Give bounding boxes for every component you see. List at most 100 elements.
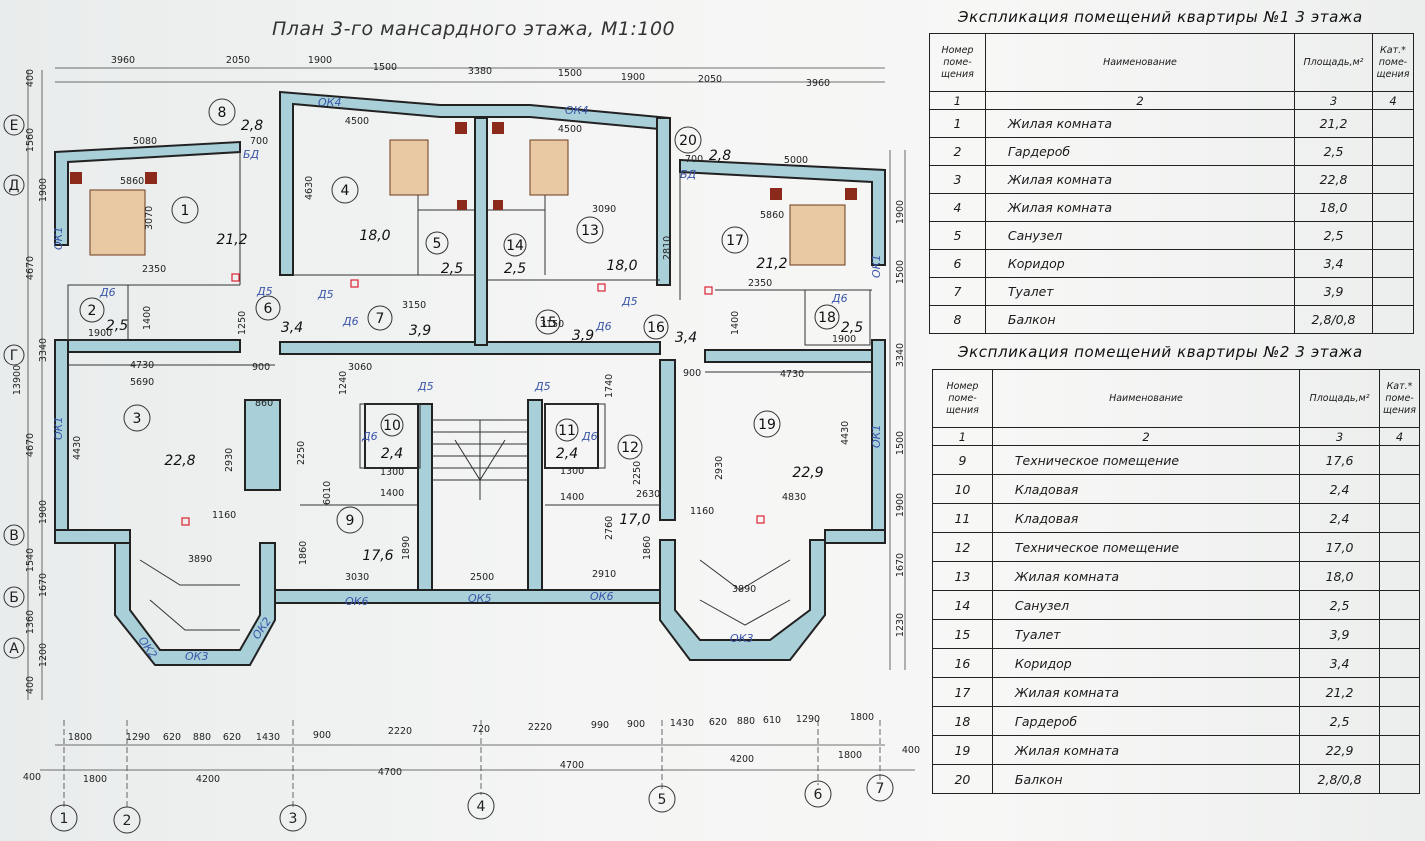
inner-dim: 860 xyxy=(255,398,273,409)
inner-dim: 2350 xyxy=(748,278,772,289)
inner-dim: 900 xyxy=(252,362,270,373)
dim-label: 3340 xyxy=(895,343,906,367)
dimension-labels-right: 1900 1500 3340 1500 1900 1670 1230 xyxy=(895,200,906,637)
inner-dim: 1160 xyxy=(212,510,236,521)
inner-dim: 3060 xyxy=(348,362,372,373)
cell-area: 2,4 xyxy=(1299,503,1380,533)
wall-corridor-left xyxy=(67,339,241,353)
cell-name: Жилая комната xyxy=(984,165,1296,194)
red-markers xyxy=(181,273,765,526)
room-area: 21,2 xyxy=(756,256,787,272)
room-area: 21,2 xyxy=(216,232,247,248)
cell-area: 2,8/0,8 xyxy=(1299,764,1380,794)
inner-dim: 700 xyxy=(685,154,703,165)
wall-right-mid xyxy=(871,339,886,531)
dim-label: 1800 xyxy=(68,732,92,743)
dim-label: 990 xyxy=(591,720,609,731)
wall-right-bottom xyxy=(824,529,886,544)
window-mark: ОК1 xyxy=(870,425,883,448)
room-area: 22,8 xyxy=(164,453,195,469)
dim-label: 3340 xyxy=(38,338,49,362)
window-mark: ОК5 xyxy=(468,592,491,605)
cell-category xyxy=(1371,305,1415,334)
cell-number: 3 xyxy=(929,165,986,194)
inner-dim: 3890 xyxy=(188,554,212,565)
cell-category xyxy=(1371,193,1415,222)
door-mark: Д5 xyxy=(621,295,638,308)
inner-dim: 2910 xyxy=(592,569,616,580)
axis-label: Б xyxy=(9,590,19,606)
room-number: 12 xyxy=(621,440,639,456)
room-area: 2,5 xyxy=(106,318,128,334)
axis-label: 1 xyxy=(60,811,69,827)
index-cell: 4 xyxy=(1371,91,1415,110)
cell-area: 21,2 xyxy=(1299,677,1380,707)
room-area: 2,5 xyxy=(441,261,463,277)
room-number: 5 xyxy=(433,236,442,252)
table-header-row: Номер поме-щения Наименование Площадь,м²… xyxy=(929,33,1415,92)
cell-category xyxy=(1379,735,1420,765)
dim-label: 610 xyxy=(763,715,781,726)
room-number: 2 xyxy=(88,303,97,319)
dimension-labels-left: 400 1560 1900 4670 3340 13900 4670 1900 … xyxy=(12,69,49,694)
door-mark: БД xyxy=(243,148,260,161)
cell-name: Коридор xyxy=(984,249,1296,278)
header-category: Кат.* поме-щения xyxy=(1371,33,1415,92)
inner-dim: 1400 xyxy=(560,492,584,503)
cell-number: 1 xyxy=(929,109,986,138)
inner-dim: 2350 xyxy=(142,264,166,275)
cell-category xyxy=(1379,532,1420,562)
cell-name: Техническое помещение xyxy=(991,445,1301,475)
cell-area: 18,0 xyxy=(1294,193,1373,222)
axis-label: Д xyxy=(9,178,20,194)
central-stair xyxy=(432,419,528,500)
inner-dim: 2930 xyxy=(224,448,235,472)
dim-label: 1290 xyxy=(796,714,820,725)
cell-number: 15 xyxy=(932,619,993,649)
inner-dim: 1160 xyxy=(690,506,714,517)
cell-number: 19 xyxy=(932,735,993,765)
furniture xyxy=(70,122,857,266)
cell-category xyxy=(1371,221,1415,250)
cell-area: 22,8 xyxy=(1294,165,1373,194)
inner-dim: 1300 xyxy=(560,466,584,477)
door-mark: БД xyxy=(680,168,697,181)
cell-name: Санузел xyxy=(984,221,1296,250)
cell-name: Жилая комната xyxy=(991,735,1301,765)
table-index-row: 1 2 3 4 xyxy=(932,427,1420,446)
wall-corridor-mid xyxy=(279,341,661,355)
room-area: 22,9 xyxy=(792,465,823,481)
cell-area: 17,6 xyxy=(1299,445,1380,475)
cell-number: 10 xyxy=(932,474,993,504)
dimension-labels-top: 3960 2050 1900 1500 3380 1500 1900 2050 … xyxy=(111,55,830,166)
dim-label: 4500 xyxy=(345,116,369,127)
wall-left-bottom xyxy=(54,529,131,544)
inner-dim: 1900 xyxy=(832,334,856,345)
room-number: 8 xyxy=(218,105,227,121)
room-area: 17,0 xyxy=(619,512,650,528)
room-number: 18 xyxy=(818,310,836,326)
room-number: 4 xyxy=(341,183,350,199)
room-area: 17,6 xyxy=(362,548,393,564)
cell-name: Балкон xyxy=(991,764,1301,794)
exterior-walls xyxy=(54,90,886,666)
room-area: 2,4 xyxy=(556,446,578,462)
room-number: 9 xyxy=(346,513,355,529)
inner-dim: 3030 xyxy=(345,572,369,583)
dim-label: 1800 xyxy=(83,774,107,785)
window-mark: ОК4 xyxy=(565,104,588,117)
header-name: Наименование xyxy=(991,369,1301,428)
room-area: 18,0 xyxy=(359,228,390,244)
dim-label: 400 xyxy=(902,745,920,756)
wall-stairwell-left xyxy=(417,403,433,591)
room-area: 3,9 xyxy=(572,328,594,344)
room-number: 19 xyxy=(758,417,776,433)
cell-area: 2,5 xyxy=(1294,221,1373,250)
cell-category xyxy=(1379,561,1420,591)
dim-label: 1900 xyxy=(895,493,906,517)
room-area: 2,5 xyxy=(841,320,863,336)
